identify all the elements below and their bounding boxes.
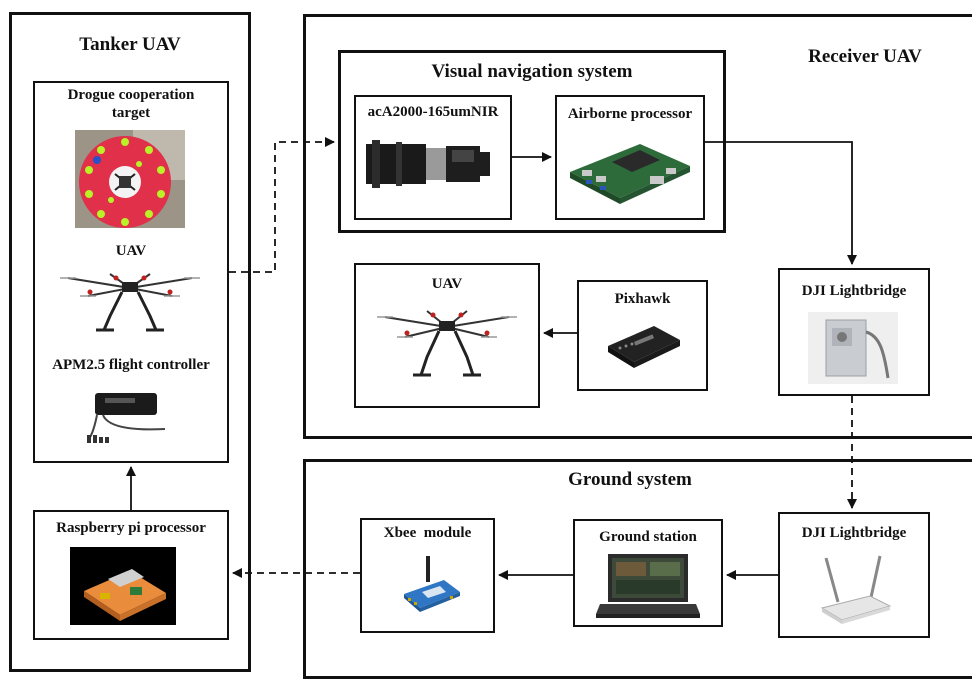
raspberry-pi-icon: [70, 547, 176, 625]
drone-icon: [60, 273, 200, 332]
processor-to-lightbridge-link: [705, 141, 857, 265]
ground-station-label: Ground station: [599, 529, 697, 545]
visual-navigation-title: Visual navigation system: [431, 61, 633, 82]
ground-system-title: Ground system: [568, 469, 692, 490]
connector-layer: [126, 137, 857, 580]
tanker-uav-label: UAV: [115, 243, 147, 259]
pixhawk-icon: [608, 326, 680, 368]
receiver-uav-title: Receiver UAV: [808, 46, 922, 67]
pixhawk-label: Pixhawk: [614, 291, 671, 307]
receiver-uav-box: [354, 263, 540, 408]
drogue-target-label: Drogue cooperation target: [67, 87, 195, 121]
drone-icon: [377, 310, 517, 377]
drogue-target-icon: [75, 130, 185, 228]
lightbridge-transmitter-icon: [808, 312, 898, 384]
xbee-module-icon: [404, 556, 460, 612]
airborne-processor-label: Airborne processor: [567, 106, 693, 122]
tanker-uav-title: Tanker UAV: [79, 34, 181, 55]
raspberry-pi-label: Raspberry pi processor: [56, 520, 206, 536]
receiver-lightbridge-label: DJI Lightbridge: [801, 283, 907, 299]
apm-flight-controller-label: APM2.5 flight controller: [52, 357, 210, 373]
xbee-module-label: Xbee module: [383, 525, 472, 541]
router-icon: [820, 555, 892, 624]
flight-controller-icon: [87, 393, 166, 443]
camera-icon: [366, 140, 490, 188]
laptop-icon: [596, 554, 700, 618]
circuit-board-icon: [570, 144, 690, 204]
ground-lightbridge-label: DJI Lightbridge: [801, 525, 907, 541]
tanker-to-visual-nav-link: [229, 137, 335, 273]
camera-label: acA2000-165umNIR: [367, 104, 499, 120]
receiver-uav-label: UAV: [431, 276, 463, 292]
